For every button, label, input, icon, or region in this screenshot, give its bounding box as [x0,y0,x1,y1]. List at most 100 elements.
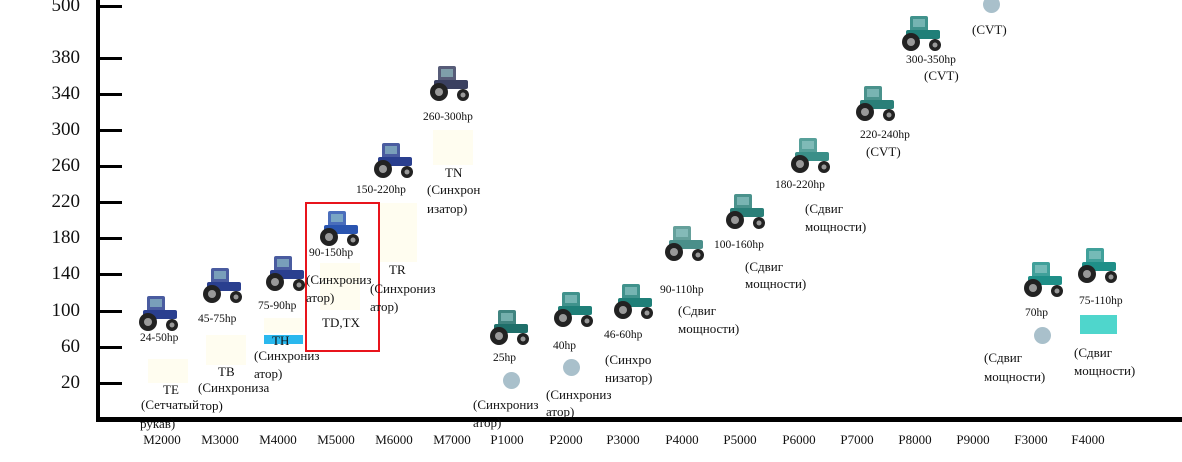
tractor-image [368,141,418,179]
transmission-label: (Синхро [605,352,652,367]
series-dot [563,359,580,376]
transmission-label: (Синхрониз [546,387,612,402]
x-tick-label: P7000 [840,432,874,447]
transmission-label: атор) [546,404,575,419]
transmission-label: (Сдвиг [678,303,717,318]
model-code: TR [389,262,406,277]
placeholder-box [433,130,473,165]
transmission-label: (Синхрониза [198,380,270,395]
series-dot [1034,327,1051,344]
tractor-image [548,290,598,328]
y-tick-label: 340 [51,83,81,104]
hp-label: 45-75hp [198,313,237,325]
hp-label: 70hp [1025,307,1048,319]
x-tick-label: M2000 [143,432,181,447]
transmission-label: мощности) [805,219,867,234]
placeholder-box [206,335,246,365]
x-tick-label: P5000 [723,432,757,447]
transmission-label: (CVT) [972,22,1007,37]
transmission-label: атор) [306,290,335,305]
hp-label: 24-50hp [140,332,179,344]
x-tick-label: P2000 [549,432,583,447]
hp-label: 46-60hp [604,329,643,341]
hp-label: 90-150hp [309,247,354,259]
hp-label: 260-300hp [423,111,473,123]
x-tick-label: P4000 [665,432,699,447]
x-tick-label: P6000 [782,432,816,447]
tractor-image [608,282,658,320]
tractor-image [484,308,534,346]
tractor-image [1072,246,1122,284]
y-tick-label: 180 [51,227,81,248]
x-tick-label: M6000 [375,432,413,447]
x-tick-label: F4000 [1071,432,1105,447]
transmission-label: (Сдвиг [745,259,784,274]
placeholder-box [148,359,188,383]
y-tick [100,273,122,276]
x-tick-label: P9000 [956,432,990,447]
transmission-label: (Сдвиг [805,201,844,216]
transmission-label: (Синхрон [427,182,481,197]
y-tick [100,382,122,385]
series-dot [983,0,1000,13]
hp-label: 25hp [493,352,516,364]
tractor-image [314,209,364,247]
transmission-label: мощности) [984,369,1046,384]
transmission-label: (Синхрониз [306,272,372,287]
model-code: TB [218,364,235,379]
model-code: TE [163,382,179,397]
x-tick-label: P8000 [898,432,932,447]
y-tick [100,165,122,168]
tractor-image [133,294,183,332]
y-tick [100,201,122,204]
series-dot [503,372,520,389]
highlight-frame [305,202,380,352]
x-axis-line [96,417,1182,422]
x-tick-label: P3000 [606,432,640,447]
transmission-label: рукав) [140,416,176,431]
transmission-label: (Синхрониз [473,397,539,412]
y-tick [100,129,122,132]
transmission-label: (Синхрониз [370,281,436,296]
model-code: TH [272,333,290,348]
y-tick [100,237,122,240]
x-tick-label: M5000 [317,432,355,447]
hp-label: 100-160hp [714,239,764,251]
transmission-label: мощности) [745,276,807,291]
tractor-image [197,266,247,304]
y-tick [100,57,122,60]
y-tick-label: 140 [51,263,81,284]
transmission-label: атор) [473,415,502,430]
hp-label: 300-350hp [906,54,956,66]
hp-label: 150-220hp [356,184,406,196]
x-tick-label: M7000 [433,432,471,447]
x-tick-label: M4000 [259,432,297,447]
hp-label: 90-110hp [660,284,704,296]
x-tick-label: P1000 [490,432,524,447]
hp-label: 180-220hp [775,179,825,191]
tractor-image [785,136,835,174]
y-tick-label: 380 [51,47,81,68]
hp-label: 40hp [553,340,576,352]
series-bar [264,335,303,344]
tractor-image [720,192,770,230]
hp-label: 75-90hp [258,300,297,312]
y-tick-label: 60 [61,336,80,357]
series-bar [1080,315,1117,334]
placeholder-box [320,263,360,310]
transmission-label: атор) [370,299,399,314]
tractor-image [1018,260,1068,298]
model-code: TN [445,165,463,180]
hp-label: 220-240hp [860,129,910,141]
placeholder-box [264,318,303,333]
y-tick [100,5,122,8]
y-tick-label: 300 [51,119,81,140]
y-axis-line [96,0,100,422]
transmission-label: (Сдвиг [1074,345,1113,360]
transmission-label: (Сетчатый [141,397,199,412]
y-tick-label: 260 [51,155,81,176]
y-tick [100,346,122,349]
transmission-label: атор) [254,366,283,381]
y-tick-label: 100 [51,300,81,321]
